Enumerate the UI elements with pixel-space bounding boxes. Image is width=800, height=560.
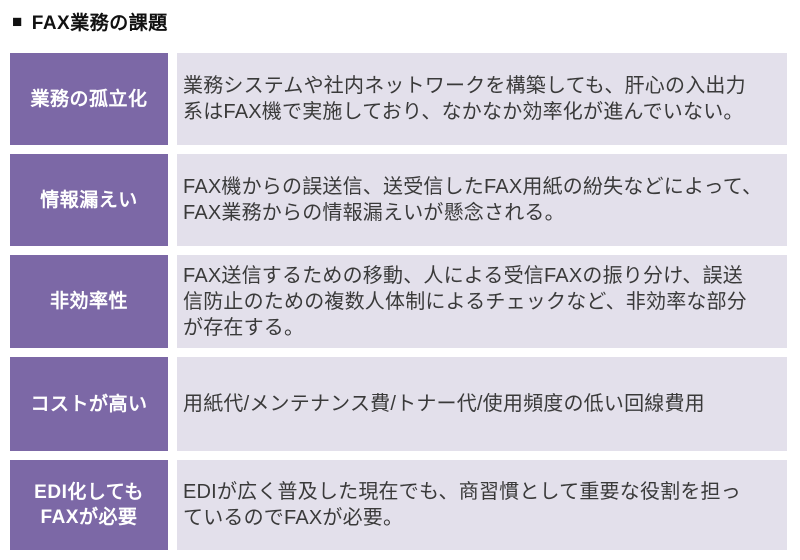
fax-issues-table: 業務の孤立化 業務システムや社内ネットワークを構築しても、肝心の入出力 系はFA… xyxy=(10,53,787,550)
row-description: FAX機からの誤送信、送受信したFAX用紙の紛失などによって、 FAX業務からの… xyxy=(177,154,787,246)
table-row: EDI化しても FAXが必要 EDIが広く普及した現在でも、商習慣として重要な役… xyxy=(10,460,787,550)
page-title: FAX業務の課題 xyxy=(31,13,168,34)
table-row: 情報漏えい FAX機からの誤送信、送受信したFAX用紙の紛失などによって、 FA… xyxy=(10,154,787,246)
table-row: コストが高い 用紙代/メンテナンス費/トナー代/使用頻度の低い回線費用 xyxy=(10,357,787,451)
row-description: FAX送信するための移動、人による受信FAXの振り分け、誤送 信防止のための複数… xyxy=(177,255,787,348)
row-label: コストが高い xyxy=(10,357,168,451)
table-row: 業務の孤立化 業務システムや社内ネットワークを構築しても、肝心の入出力 系はFA… xyxy=(10,53,787,145)
page-title-bar: ■ FAX業務の課題 xyxy=(12,8,168,35)
row-label: EDI化しても FAXが必要 xyxy=(10,460,168,550)
table-row: 非効率性 FAX送信するための移動、人による受信FAXの振り分け、誤送 信防止の… xyxy=(10,255,787,348)
row-label: 業務の孤立化 xyxy=(10,53,168,145)
row-description: EDIが広く普及した現在でも、商習慣として重要な役割を担っ ているのでFAXが必… xyxy=(177,460,787,550)
row-description: 業務システムや社内ネットワークを構築しても、肝心の入出力 系はFAX機で実施して… xyxy=(177,53,787,145)
row-description: 用紙代/メンテナンス費/トナー代/使用頻度の低い回線費用 xyxy=(177,357,787,451)
row-label: 情報漏えい xyxy=(10,154,168,246)
row-label: 非効率性 xyxy=(10,255,168,348)
square-bullet-icon: ■ xyxy=(12,12,23,31)
